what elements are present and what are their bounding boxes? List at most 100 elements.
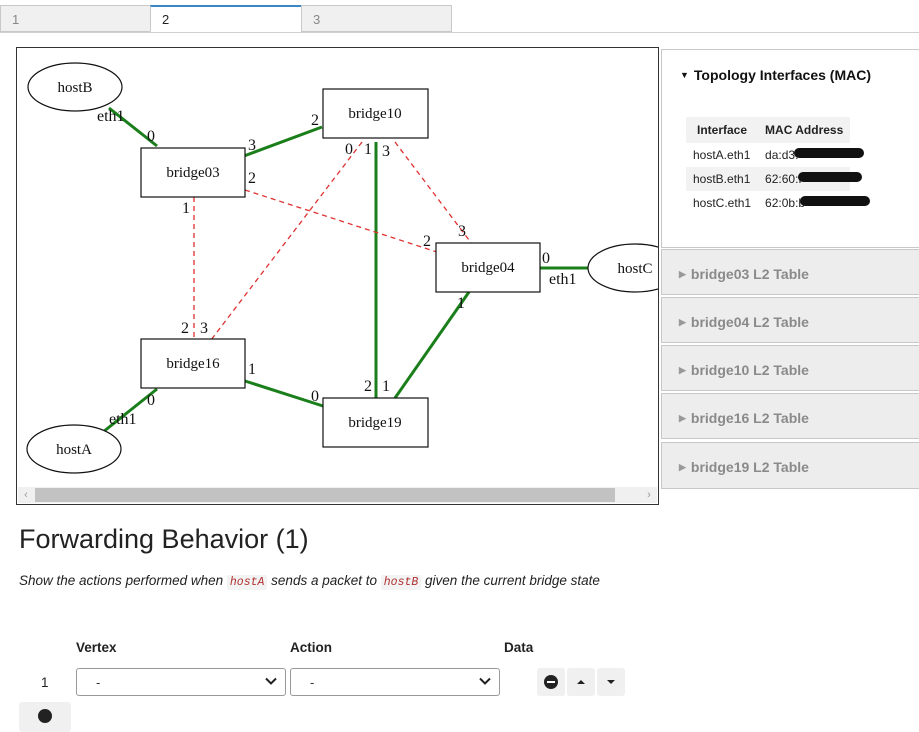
- triangle-up-icon: [577, 680, 585, 684]
- desc-text: sends a packet to: [271, 573, 377, 588]
- vertex-select-value: -: [96, 675, 101, 690]
- host-node-c: [587, 243, 658, 293]
- caret-right-icon: ▶: [679, 317, 686, 327]
- bridge-node-03: [140, 147, 246, 198]
- host-node-b: [27, 62, 123, 112]
- node-label-hostB: hostB: [57, 80, 92, 96]
- panel-bridge04-l2-table[interactable]: ▶ bridge04 L2 Table: [661, 297, 919, 343]
- column-header-action: Action: [290, 640, 332, 655]
- move-up-button[interactable]: [567, 668, 595, 696]
- port-label: 2: [248, 170, 256, 187]
- mac-table: Interface MAC Address hostA.eth1 da:d3: …: [686, 117, 871, 215]
- link-bridge10-bridge16: [210, 141, 363, 341]
- tab-1-label: 1: [12, 12, 20, 27]
- node-label-hostC: hostC: [617, 261, 652, 277]
- link-bridge10-bridge04: [394, 141, 473, 245]
- action-select[interactable]: -: [290, 668, 500, 696]
- port-label: 2: [423, 233, 431, 250]
- port-label: 1: [182, 200, 190, 217]
- desc-text: Show the actions performed when: [19, 573, 224, 588]
- tab-1[interactable]: 1: [0, 5, 151, 32]
- plus-circle-icon: [38, 709, 52, 723]
- mac-value: da:d3:: [765, 148, 799, 162]
- port-label: 2: [311, 112, 319, 129]
- triangle-down-icon: [607, 680, 615, 684]
- port-label: 0: [345, 141, 353, 158]
- destination-host-code: hostB: [380, 575, 422, 590]
- interface-cell: hostA.eth1: [693, 148, 751, 162]
- node-label-bridge03: bridge03: [166, 165, 219, 181]
- chevron-down-icon: [265, 677, 277, 685]
- remove-row-button[interactable]: [537, 668, 565, 696]
- panel-title: Topology Interfaces (MAC): [693, 67, 871, 83]
- node-label-hostA: hostA: [56, 442, 92, 458]
- forwarding-description: Show the actions performed when hostA se…: [19, 573, 600, 590]
- link-hostB-bridge03: [108, 106, 158, 148]
- panel-title: bridge03 L2 Table: [690, 266, 809, 282]
- interface-cell: hostB.eth1: [686, 167, 759, 191]
- add-row-button[interactable]: [19, 702, 71, 732]
- port-label: 1: [248, 361, 256, 378]
- port-label: 3: [248, 137, 256, 154]
- caret-right-icon: ▶: [679, 462, 686, 472]
- tab-2[interactable]: 2: [150, 5, 302, 32]
- node-label-bridge16: bridge16: [166, 356, 220, 372]
- topology-graph: hostB hostA hostC bridge03 bridge10 brid…: [26, 62, 658, 474]
- caret-right-icon: ▶: [679, 269, 686, 279]
- port-label: 0: [542, 250, 550, 267]
- scroll-right-icon[interactable]: ›: [647, 489, 651, 501]
- node-label-bridge10: bridge10: [348, 106, 401, 122]
- link-bridge16-bridge19: [244, 379, 324, 408]
- mac-value: 62:0b:b: [765, 196, 806, 210]
- port-label: 1: [382, 378, 390, 395]
- panel-bridge03-l2-table[interactable]: ▶ bridge03 L2 Table: [661, 249, 919, 295]
- port-label: 2: [364, 378, 372, 395]
- tab-3-label: 3: [313, 12, 321, 27]
- caret-right-icon: ▶: [679, 365, 686, 375]
- redaction-mark: [794, 148, 865, 158]
- forwarding-title: Forwarding Behavior (1): [19, 524, 309, 554]
- column-header-vertex: Vertex: [76, 640, 117, 655]
- panel-title: bridge04 L2 Table: [690, 314, 809, 330]
- node-labels: hostB hostA hostC bridge03 bridge10 brid…: [56, 80, 652, 458]
- link-bridge03-bridge04: [244, 189, 438, 253]
- vertex-select[interactable]: -: [76, 668, 286, 696]
- panel-topology-interfaces-header[interactable]: ▼Topology Interfaces (MAC): [662, 50, 919, 83]
- bridge-node-10: [322, 88, 429, 139]
- mac-value: 62:60:f: [765, 172, 802, 186]
- link-bridge04-bridge19: [393, 291, 471, 399]
- panel-title: bridge19 L2 Table: [690, 459, 809, 475]
- scrollbar-thumb[interactable]: [35, 488, 615, 502]
- column-header-data: Data: [504, 640, 534, 655]
- topology-graph-pane[interactable]: hostB hostA hostC bridge03 bridge10 brid…: [16, 47, 659, 505]
- column-header-mac: MAC Address: [758, 117, 851, 143]
- tab-3[interactable]: 3: [301, 5, 452, 32]
- panel-bridge10-l2-table[interactable]: ▶ bridge10 L2 Table: [661, 345, 919, 391]
- link-bridge16-hostA: [102, 387, 158, 434]
- table-row: hostA.eth1 da:d3:: [686, 143, 865, 167]
- panel-bridge16-l2-table[interactable]: ▶bridge16 L2 Table: [661, 393, 919, 439]
- minus-circle-icon: [544, 675, 558, 689]
- tab-2-label: 2: [162, 12, 170, 27]
- mac-table-header: Interface MAC Address: [686, 117, 851, 143]
- port-label: 3: [458, 223, 466, 240]
- port-label: 2: [181, 320, 189, 337]
- redaction-mark: [798, 172, 863, 182]
- node-label-bridge04: bridge04: [461, 260, 515, 276]
- panel-title: bridge10 L2 Table: [690, 362, 809, 378]
- port-label: eth1: [97, 108, 125, 125]
- port-labels: eth1 0 3 2 2 2 1 2 0 3 1 2 3 3 0 eth1 1 …: [97, 108, 577, 428]
- bridge-node-04: [435, 242, 541, 293]
- port-label: 1: [457, 295, 465, 312]
- source-host-code: hostA: [226, 575, 268, 590]
- graph-horizontal-scrollbar[interactable]: ‹ ›: [18, 487, 657, 503]
- move-down-button[interactable]: [597, 668, 625, 696]
- port-label: eth1: [549, 271, 577, 288]
- mac-cell: 62:0b:b: [758, 191, 871, 215]
- panel-bridge19-l2-table[interactable]: ▶ bridge19 L2 Table: [661, 442, 919, 489]
- port-label: 0: [311, 388, 319, 405]
- redaction-mark: [800, 196, 871, 206]
- scroll-left-icon[interactable]: ‹: [24, 489, 28, 501]
- blocked-links: [193, 141, 473, 341]
- port-label: 3: [382, 143, 390, 160]
